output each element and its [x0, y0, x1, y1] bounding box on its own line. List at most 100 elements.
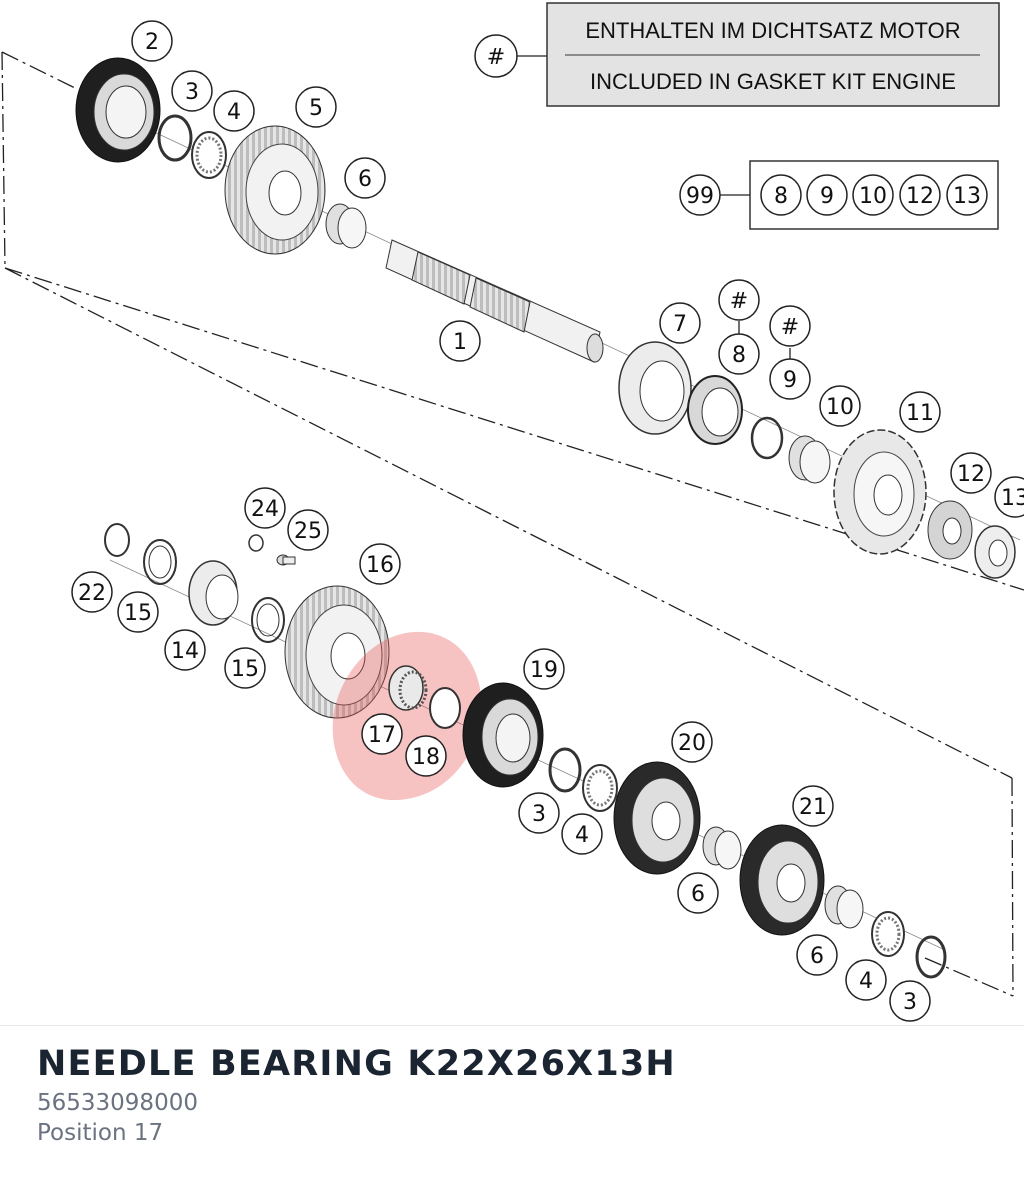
legend-line-de: ENTHALTEN IM DICHTSATZ MOTOR: [585, 18, 960, 43]
callout-label: 24: [251, 497, 279, 522]
callout-label: 15: [231, 657, 259, 682]
assembly-outline-upper: [1, 51, 1024, 591]
bearing-14: [188, 560, 239, 626]
seal-8: [687, 375, 743, 445]
kit-member-13: 13: [946, 174, 988, 216]
callout-label: 20: [678, 731, 706, 756]
callout-c4a: 4: [213, 90, 255, 132]
callout-c15a: 15: [117, 591, 159, 633]
kit-member-label: 13: [953, 184, 981, 209]
callout-c24: 24: [244, 487, 286, 529]
callout-c3b: 3: [518, 792, 560, 834]
part-title: NEEDLE BEARING K22X26X13H: [37, 1044, 676, 1084]
callout-label: 14: [171, 639, 199, 664]
kit-member-label: 8: [774, 184, 788, 209]
callout-label: 6: [810, 944, 824, 969]
callout-c4b: 4: [561, 813, 603, 855]
shaft-1: [385, 239, 604, 363]
kit-member-12: 12: [899, 174, 941, 216]
callout-label: 22: [78, 581, 106, 606]
washer-15-b: [251, 597, 285, 643]
callout-label: 3: [903, 990, 917, 1015]
callout-c3a: 3: [171, 70, 213, 112]
callout-c19: 19: [523, 648, 565, 690]
callout-label: #: [781, 315, 799, 340]
callout-label: 18: [412, 745, 440, 770]
callout-label: 6: [691, 882, 705, 907]
callout-label: 25: [294, 519, 322, 544]
bolt-25: [276, 554, 296, 566]
callout-c22: 22: [71, 571, 113, 613]
callout-label: 16: [366, 553, 394, 578]
callout-label: 12: [957, 462, 985, 487]
kit-member-8: 8: [760, 174, 802, 216]
kit-member-label: 9: [820, 184, 834, 209]
callout-label: 5: [309, 96, 323, 121]
callout-c12: 12: [950, 452, 992, 494]
callout-label: 3: [532, 802, 546, 827]
ring-3-upper: [157, 114, 193, 162]
bearing-4-upper: [191, 131, 227, 179]
part-position: Position 17: [37, 1120, 164, 1146]
callout-c9hash: #: [769, 305, 811, 347]
callout-c5: 5: [295, 86, 337, 128]
callout-label: 15: [124, 601, 152, 626]
assembly-outline-lower: [4, 267, 1014, 997]
callout-c25: 25: [287, 509, 329, 551]
callout-label: 4: [859, 969, 873, 994]
nut-13: [974, 525, 1016, 579]
callout-label: 2: [145, 30, 159, 55]
callout-c7: 7: [659, 302, 701, 344]
legend-symbol: #: [487, 45, 505, 70]
callout-c4c: 4: [845, 959, 887, 1001]
callout-label: 4: [227, 100, 241, 125]
callout-label: 6: [358, 167, 372, 192]
ring-3-middle: [548, 747, 582, 793]
gear-21: [739, 824, 825, 936]
ring-9: [750, 416, 784, 460]
circlip-22: [104, 523, 130, 557]
callout-label: 1: [453, 330, 467, 355]
bushing-10: [788, 435, 831, 484]
callout-label: 21: [799, 795, 827, 820]
callout-c20: 20: [671, 721, 713, 763]
callout-c8: 8: [718, 333, 760, 375]
exploded-parts-diagram: # ENTHALTEN IM DICHTSATZ MOTOR INCLUDED …: [1, 2, 1024, 1022]
gear-20: [613, 761, 701, 875]
kit-99-box: 99 8 9 10 12 13: [679, 160, 999, 230]
kit-member-9: 9: [806, 174, 848, 216]
callout-c1: 1: [439, 320, 481, 362]
needle-bearing-17: [388, 665, 428, 711]
gear-16: [284, 585, 390, 719]
bearing-4-lower: [871, 911, 905, 957]
part-number: 56533098000: [37, 1090, 198, 1116]
callout-label: 19: [530, 658, 558, 683]
bearing-7: [618, 341, 692, 435]
bushing-6-upper: [325, 203, 367, 249]
washer-18: [429, 687, 461, 729]
callout-c3c: 3: [889, 980, 931, 1022]
gear-19: [462, 682, 544, 788]
callout-c2: 2: [131, 20, 173, 62]
gear-2: [75, 57, 161, 163]
callout-c17: 17: [361, 713, 403, 755]
callout-c8hash: #: [718, 279, 760, 321]
part-info-panel: NEEDLE BEARING K22X26X13H 56533098000 Po…: [0, 1025, 1024, 1178]
kit-number: 99: [686, 184, 714, 209]
kit-member-label: 12: [906, 184, 934, 209]
callout-c6b: 6: [677, 872, 719, 914]
callout-connectors: [738, 321, 791, 360]
callout-label: 13: [1001, 486, 1024, 511]
ring-3-lower: [915, 935, 947, 979]
callout-c10: 10: [819, 385, 861, 427]
callout-label: 8: [732, 343, 746, 368]
kit-member-label: 10: [859, 184, 887, 209]
bushing-6-lower: [824, 885, 864, 929]
callout-c13: 13: [994, 476, 1024, 518]
callout-label: 11: [906, 401, 934, 426]
callout-c18: 18: [405, 735, 447, 777]
bearing-4-middle: [582, 764, 618, 812]
kit-members: 8 9 10 12 13: [760, 174, 988, 216]
kit-member-10: 10: [852, 174, 894, 216]
